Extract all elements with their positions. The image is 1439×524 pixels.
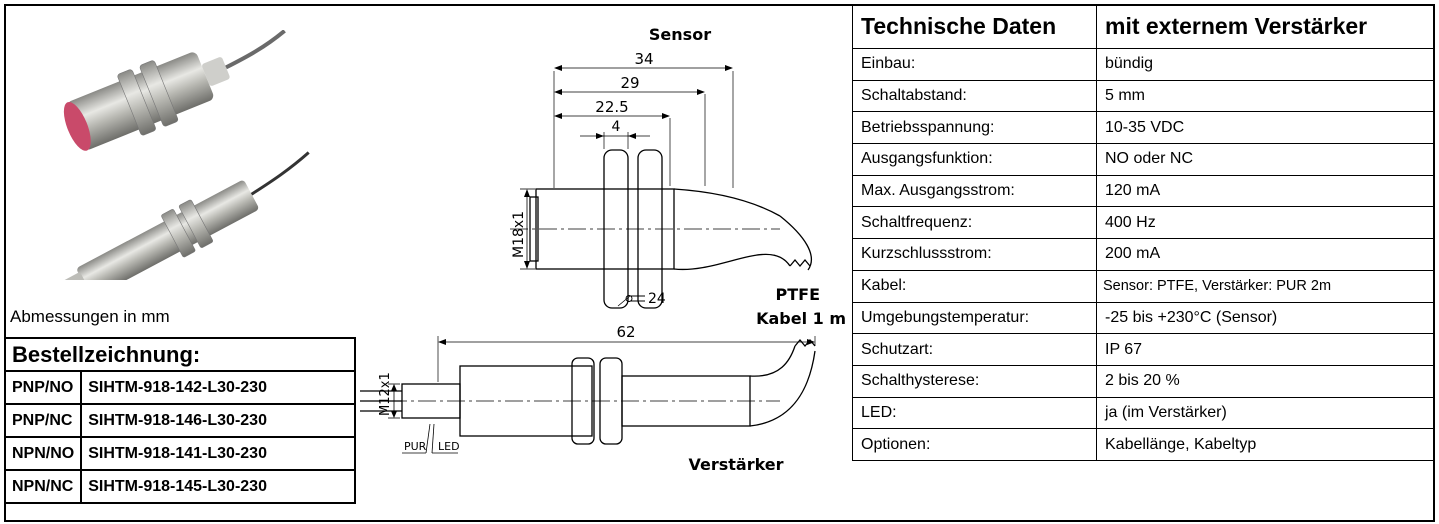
order-part: SIHTM-918-146-L30-230 [80,403,356,438]
technical-drawing: Sensor 34 29 22.5 4 M18x1 24 PTFE Kabel … [360,25,846,474]
order-code: PNP/NC [3,403,83,438]
tech-key: Schaltabstand: [852,79,1097,113]
tech-value: 5 mm [1096,79,1435,113]
tech-row: Optionen:Kabellänge, Kabeltyp [852,428,1435,461]
tech-value: 120 mA [1096,174,1435,208]
dim-22-5: 22.5 [595,98,628,116]
tech-table-header: Technische Daten mit externem Verstärker [852,4,1435,49]
tech-key: Schaltfrequenz: [852,206,1097,240]
amplifier-photo [62,151,310,280]
tech-key: Umgebungstemperatur: [852,301,1097,335]
tech-value: bündig [1096,48,1435,81]
dimensions-caption: Abmessungen in mm [10,307,170,326]
tech-key: Kurzschlussstrom: [852,238,1097,271]
tech-key: Max. Ausgangsstrom: [852,174,1097,208]
tech-key: Betriebsspannung: [852,111,1097,145]
tech-row: Schalthysterese:2 bis 20 % [852,364,1435,398]
thread-sensor: M18x1 [511,211,527,258]
tech-header-left: Technische Daten [852,4,1097,49]
tech-row: LED:ja (im Verstärker) [852,396,1435,430]
cable-label-1: PTFE [776,285,821,304]
product-photos [62,30,310,280]
tech-key: LED: [852,396,1097,430]
order-code: PNP/NO [3,370,83,405]
order-row: PNP/NO SIHTM-918-142-L30-230 [3,370,356,405]
tech-value: Kabellänge, Kabeltyp [1096,428,1435,461]
sensor-title: Sensor [649,25,711,44]
tech-header-right: mit externem Verstärker [1096,4,1435,49]
order-row: NPN/NO SIHTM-918-141-L30-230 [3,436,356,471]
order-part: SIHTM-918-145-L30-230 [80,469,356,504]
order-part: SIHTM-918-142-L30-230 [80,370,356,405]
dim-4: 4 [612,119,621,135]
tech-row: Max. Ausgangsstrom:120 mA [852,174,1435,208]
wrench-size: 24 [648,291,666,307]
tech-row: Schaltfrequenz:400 Hz [852,206,1435,240]
order-part: SIHTM-918-141-L30-230 [80,436,356,471]
dim-29: 29 [620,74,639,92]
order-code: NPN/NC [3,469,83,504]
tech-row: Umgebungstemperatur:-25 bis +230°C (Sens… [852,301,1435,335]
thread-amplifier: M12x1 [378,372,393,416]
tech-key: Ausgangsfunktion: [852,143,1097,176]
order-table: Bestellzeichnung: PNP/NO SIHTM-918-142-L… [3,337,356,504]
dim-62: 62 [616,323,635,341]
tech-value: IP 67 [1096,333,1435,366]
tech-key: Schutzart: [852,333,1097,366]
pur-label: PUR [404,440,427,453]
order-row: PNP/NC SIHTM-918-146-L30-230 [3,403,356,438]
tech-row: Kabel:Sensor: PTFE, Verstärker: PUR 2m [852,269,1435,303]
tech-value: 200 mA [1096,238,1435,271]
tech-value: -25 bis +230°C (Sensor) [1096,301,1435,335]
order-title: Bestellzeichnung: [4,337,356,372]
order-code: NPN/NO [3,436,83,471]
tech-key: Optionen: [852,428,1097,461]
tech-key: Schalthysterese: [852,364,1097,398]
sensor-photo [63,30,286,151]
tech-value: 400 Hz [1096,206,1435,240]
tech-row: Ausgangsfunktion:NO oder NC [852,143,1435,176]
tech-row: Kurzschlussstrom:200 mA [852,238,1435,271]
wrench-icon [625,295,645,302]
tech-row: Einbau:bündig [852,48,1435,81]
led-label: LED [438,440,460,453]
tech-table: Technische Daten mit externem Verstärker… [852,4,1435,461]
order-table-header: Bestellzeichnung: [4,337,356,372]
tech-value: 10-35 VDC [1096,111,1435,145]
tech-row: Betriebsspannung:10-35 VDC [852,111,1435,145]
tech-row: Schutzart:IP 67 [852,333,1435,366]
tech-row: Schaltabstand:5 mm [852,79,1435,113]
dim-34: 34 [634,50,653,68]
cable-label-2: Kabel 1 m [756,309,846,328]
tech-key: Einbau: [852,48,1097,81]
tech-value: ja (im Verstärker) [1096,396,1435,430]
tech-value: 2 bis 20 % [1096,364,1435,398]
tech-value: NO oder NC [1096,143,1435,176]
tech-key: Kabel: [852,269,1097,303]
order-row: NPN/NC SIHTM-918-145-L30-230 [3,469,356,504]
amplifier-title: Verstärker [688,455,783,474]
tech-value: Sensor: PTFE, Verstärker: PUR 2m [1096,269,1435,303]
